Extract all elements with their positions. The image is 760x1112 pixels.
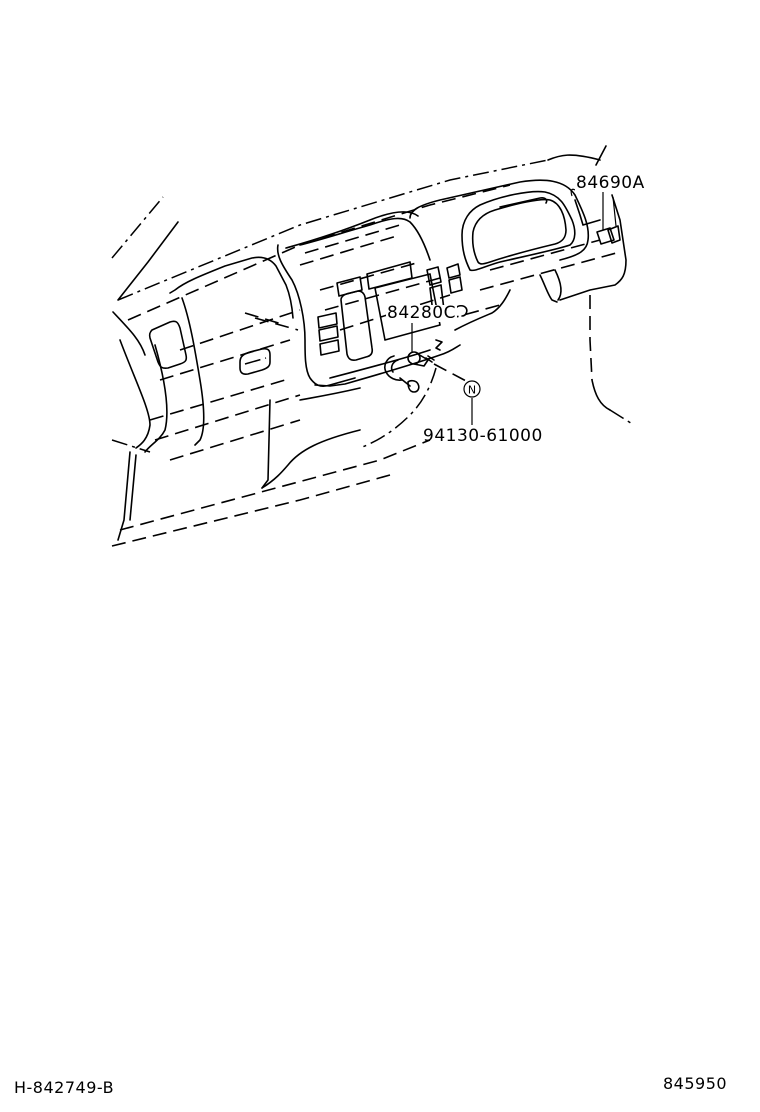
callout-94130-61000[interactable]: 94130-61000 (423, 426, 543, 446)
illustration-code-right: 845950 (663, 1074, 728, 1093)
nut-symbol-circle (463, 380, 481, 398)
illustration-code-left: H-842749-B (14, 1078, 115, 1097)
nut-symbol-letter: N (468, 384, 476, 397)
callout-84690A[interactable]: 84690A (575, 173, 646, 193)
callout-84280C[interactable]: 84280C (386, 303, 457, 323)
